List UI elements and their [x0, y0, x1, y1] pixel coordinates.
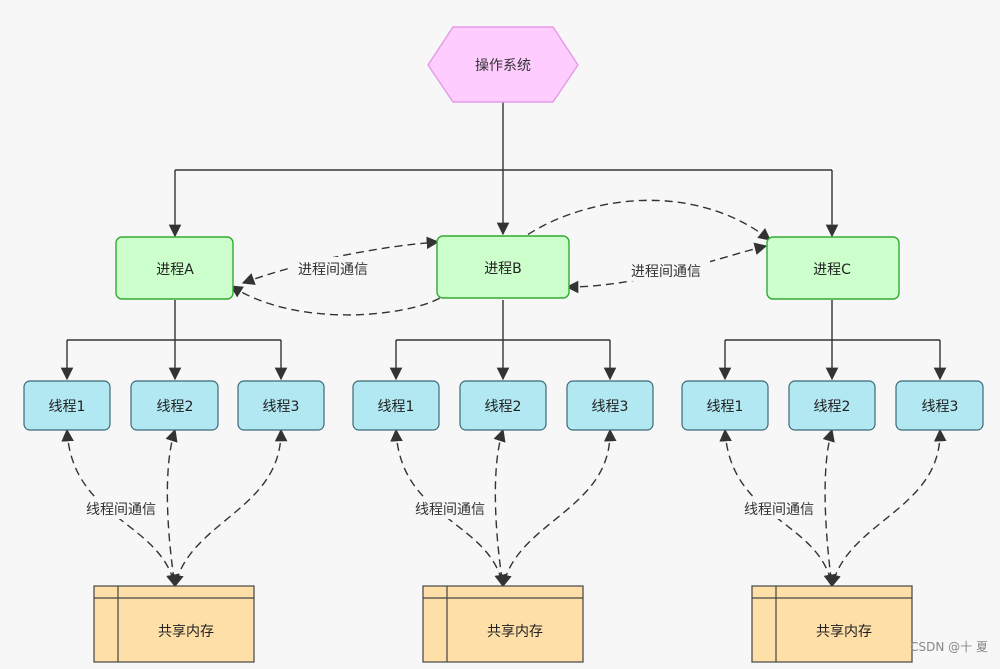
b-thread2-box	[459, 380, 547, 431]
a-thread2-label: 线程2	[157, 399, 194, 415]
memory-a-internal-lines	[94, 586, 254, 662]
memory-b-box	[422, 585, 584, 663]
b-thread2-label: 线程2	[485, 399, 522, 415]
ipc-a-c-arrow	[229, 199, 771, 316]
process-a-box	[115, 236, 234, 300]
c-thread3-box	[895, 380, 984, 431]
ipc-label-1: 进程间通信	[298, 262, 368, 278]
os-label: 操作系统	[475, 58, 531, 74]
c-thread3-memory-arrow	[828, 428, 947, 588]
thread-comm-label-a: 线程间通信	[86, 502, 156, 518]
b-thread3-memory-arrow	[499, 428, 617, 588]
edge-labels: 进程间通信 进程间通信 线程间通信 线程间通信 线程间通信	[78, 257, 822, 519]
c-thread2-label: 线程2	[814, 399, 851, 415]
memory-b-label: 共享内存	[487, 623, 543, 640]
a-thread1-box	[23, 380, 111, 431]
thread-comm-label-b: 线程间通信	[415, 502, 485, 518]
shared-memory-b: 共享内存	[422, 585, 584, 663]
thread-comm-label-b-bg	[407, 497, 493, 519]
c-thread2-box	[788, 380, 876, 431]
b-thread1-label: 线程1	[378, 399, 415, 415]
process-c-box	[766, 236, 900, 300]
a-thread3-memory-arrow	[171, 428, 288, 588]
memory-a-label: 共享内存	[158, 623, 214, 640]
shared-memory-a: 共享内存	[93, 585, 255, 663]
b-thread1-box	[352, 380, 440, 431]
a-thread2-memory-arrow	[165, 428, 180, 588]
a-thread3-box	[237, 380, 325, 431]
memory-c-box	[751, 585, 913, 663]
process-b-threads: 线程1 线程2 线程3	[352, 380, 654, 431]
process-a-threads: 线程1 线程2 线程3	[23, 380, 325, 431]
thread-comm-label-c: 线程间通信	[744, 502, 814, 518]
os-node: 操作系统	[427, 26, 579, 103]
c-thread3-label: 线程3	[922, 399, 959, 415]
ipc-label-2-bg	[622, 259, 710, 281]
c-thread1-label: 线程1	[707, 399, 744, 415]
process-b-node: 进程B	[436, 235, 570, 299]
process-b-label: 进程B	[484, 261, 522, 277]
process-b-branch	[396, 300, 610, 341]
c-thread1-box	[681, 380, 769, 431]
os-to-processes-line	[175, 102, 832, 171]
b-thread2-memory-arrow	[493, 428, 508, 588]
process-c-node: 进程C	[766, 236, 900, 300]
memory-c-label: 共享内存	[816, 623, 872, 640]
process-a-label: 进程A	[156, 262, 194, 278]
a-thread2-box	[130, 380, 219, 431]
ipc-label-1-bg	[290, 257, 376, 279]
tree-connectors	[60, 102, 947, 381]
a-thread1-label: 线程1	[49, 399, 86, 415]
process-b-box	[436, 235, 570, 299]
ipc-label-2: 进程间通信	[631, 264, 701, 280]
c-thread2-memory-arrow	[822, 428, 837, 588]
b-thread3-box	[566, 380, 654, 431]
watermark: CSDN @十 夏	[910, 640, 988, 654]
shared-memory-c: 共享内存	[751, 585, 913, 663]
os-hexagon	[427, 26, 579, 103]
process-a-node: 进程A	[115, 236, 234, 300]
thread-comm-label-a-bg	[78, 497, 164, 519]
process-c-label: 进程C	[813, 262, 851, 278]
process-c-branch	[725, 300, 940, 341]
memory-a-box	[93, 585, 255, 663]
b-thread3-label: 线程3	[592, 399, 629, 415]
a-thread3-label: 线程3	[263, 399, 300, 415]
process-c-threads: 线程1 线程2 线程3	[681, 380, 984, 431]
thread-comm-label-c-bg	[736, 497, 822, 519]
process-a-branch	[67, 300, 281, 341]
memory-c-internal-lines	[752, 586, 912, 662]
memory-b-internal-lines	[423, 586, 583, 662]
